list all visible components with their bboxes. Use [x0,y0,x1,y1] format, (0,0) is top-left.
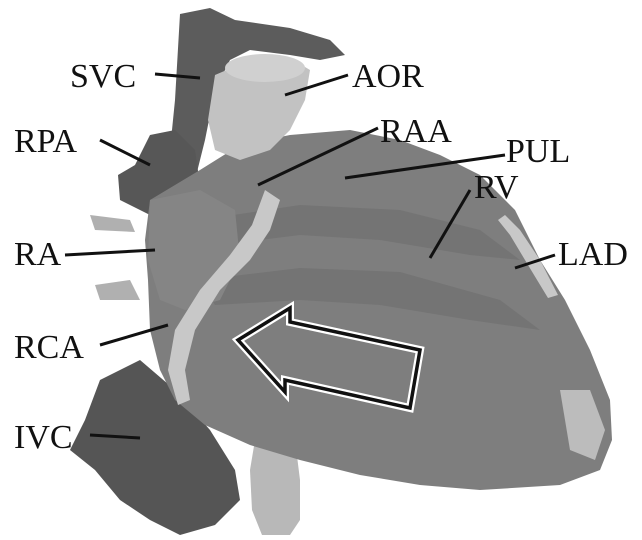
label-rca: RCA [14,329,84,366]
aorta-top [225,54,305,82]
label-svc: SVC [70,58,136,95]
label-ivc: IVC [14,419,73,456]
label-raa: RAA [380,113,452,150]
label-pul: PUL [506,133,570,170]
label-lad: LAD [558,236,628,273]
label-rv: RV [474,169,519,206]
label-aor: AOR [352,58,424,95]
label-ra: RA [14,236,62,273]
label-rpa: RPA [14,123,77,160]
